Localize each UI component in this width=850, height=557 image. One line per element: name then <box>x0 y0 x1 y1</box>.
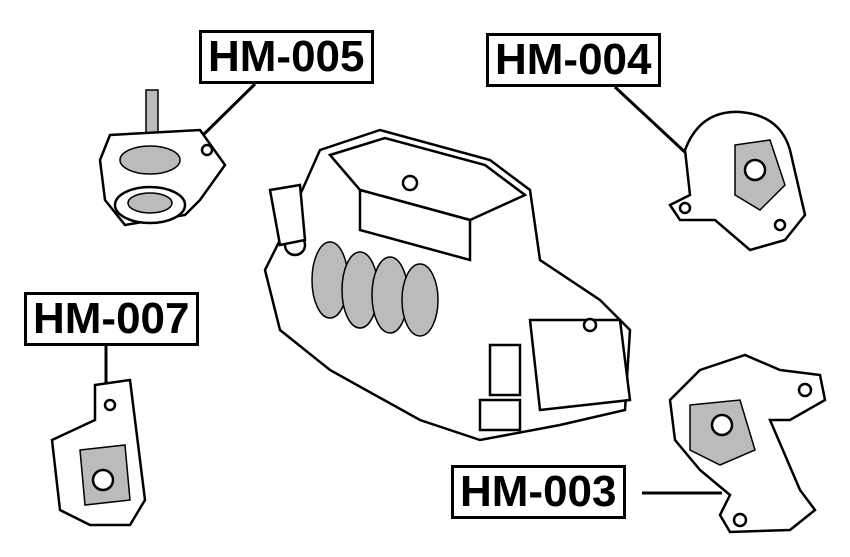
engine-illustration <box>263 128 632 442</box>
mount-hm004-illustration <box>668 110 807 252</box>
leader-line-hm004 <box>613 85 690 157</box>
mount-hm007-illustration <box>50 378 147 527</box>
mount-hm003-illustration <box>668 353 827 534</box>
part-label-hm007: HM-007 <box>24 292 199 346</box>
part-label-hm003: HM-003 <box>451 465 626 519</box>
mount-hm005-illustration <box>98 89 227 227</box>
part-label-hm004: HM-004 <box>486 33 661 87</box>
leader-line-hm005 <box>196 82 257 142</box>
part-label-hm005: HM-005 <box>199 30 374 84</box>
